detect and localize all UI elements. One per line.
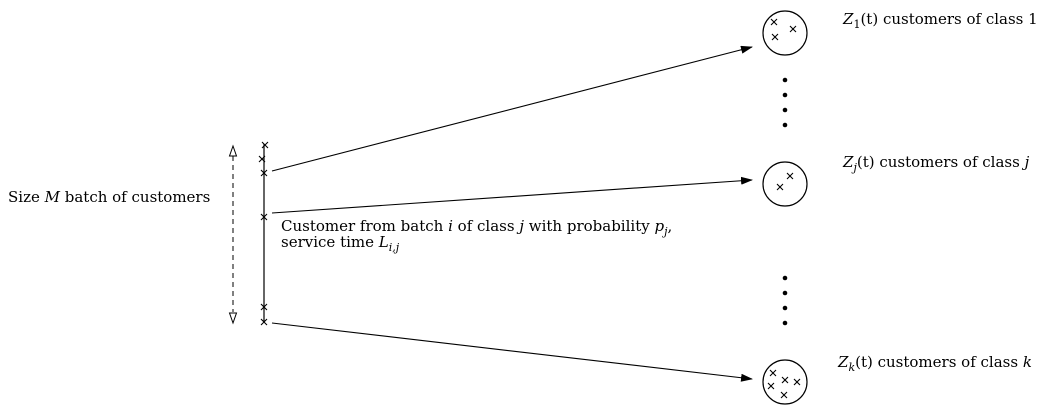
batch-mark (261, 141, 269, 149)
batch-mark (260, 213, 268, 221)
vertical-ellipsis-bottom (782, 275, 788, 326)
batch-size-down-arrow (228, 312, 238, 325)
class-j-circle (762, 161, 808, 207)
batch-mark (258, 155, 266, 163)
class-1-label: Z1(t) customers of class 1 (842, 10, 1038, 31)
batch-label: Size M batch of customers (8, 188, 210, 206)
class-k-label: Zk(t) customers of class k (837, 353, 1032, 374)
class-1-circle (762, 10, 808, 56)
batch-mark (260, 303, 268, 311)
batch-mark (260, 169, 268, 177)
arrow-to-class-k (271, 322, 753, 382)
batch-mark (260, 318, 268, 326)
class-k-circle (762, 359, 808, 405)
annotation-line-2: service time Li,j (281, 233, 400, 254)
class-j-label: Zj(t) customers of class j (842, 153, 1030, 174)
arrow-to-class-1 (271, 45, 753, 172)
batch-customer-marks (258, 141, 269, 326)
arrow-to-class-j (271, 176, 753, 214)
annotation-line-1: Customer from batch i of class j with pr… (281, 217, 672, 238)
vertical-ellipsis-top (782, 77, 788, 128)
batch-size-up-arrow (228, 144, 238, 157)
